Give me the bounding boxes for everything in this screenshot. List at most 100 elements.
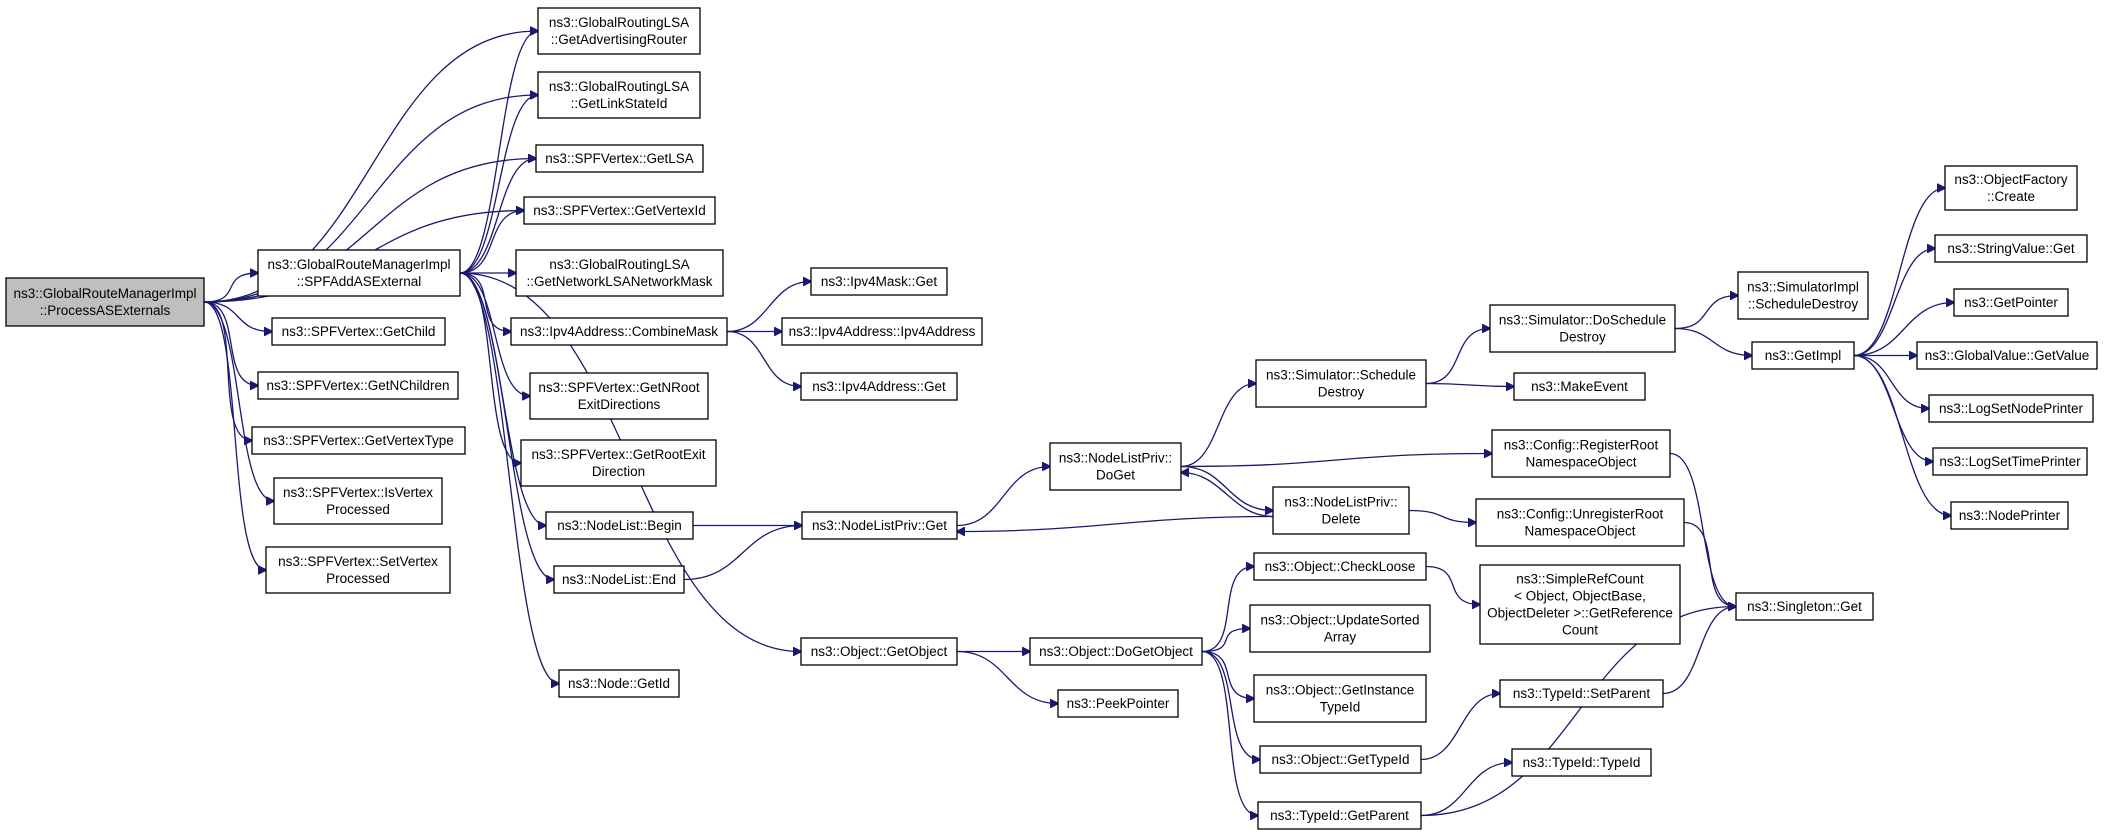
node-box: [1499, 679, 1664, 708]
edge-root-to-spf-get-nchildren: [203, 301, 258, 386]
node-label: NamespaceObject: [1524, 524, 1635, 539]
node-box: [1737, 271, 1869, 320]
node-box: [1513, 372, 1646, 401]
node-sim-impl-schedule-destroy[interactable]: ns3::SimulatorImpl::ScheduleDestroy: [1737, 271, 1869, 320]
node-node-printer[interactable]: ns3::NodePrinter: [1950, 501, 2069, 530]
node-box: [1029, 637, 1203, 666]
node-object-get-type-id[interactable]: ns3::Object::GetTypeId: [1259, 745, 1422, 774]
edge-sim-do-schedule-destroy-to-sim-impl-schedule-destroy: [1674, 296, 1738, 330]
node-node-list-end[interactable]: ns3::NodeList::End: [553, 565, 685, 594]
node-box: [1479, 564, 1681, 645]
node-label: Destroy: [1559, 330, 1606, 345]
edge-get-impl-to-object-factory-create: [1853, 188, 1945, 357]
node-ipv4-combine-mask[interactable]: ns3::Ipv4Address::CombineMask: [510, 317, 728, 346]
node-box: [1932, 447, 2088, 476]
node-spf-get-vertex-id[interactable]: ns3::SPFVertex::GetVertexId: [523, 196, 716, 225]
node-root[interactable]: ns3::GlobalRouteManagerImpl::ProcessASEx…: [5, 277, 205, 327]
node-ipv4-address-ctor[interactable]: ns3::Ipv4Address::Ipv4Address: [781, 317, 983, 346]
edge-spf-add-asexternal-to-node-list-end: [459, 272, 554, 580]
edge-type-id-get-parent-to-type-id-type-id: [1420, 763, 1512, 817]
node-label: ObjectDeleter >::GetReference: [1487, 606, 1673, 621]
node-label: ns3::NodeListPriv::Get: [812, 518, 947, 533]
edge-object-get-object-to-peek-pointer: [956, 650, 1058, 704]
node-peek-pointer[interactable]: ns3::PeekPointer: [1057, 689, 1179, 718]
node-label: ns3::Object::GetObject: [811, 644, 948, 659]
node-box: [1928, 394, 2094, 423]
node-label: ::Create: [1987, 189, 2035, 204]
node-get-network-lsanetwork-mask[interactable]: ns3::GlobalRoutingLSA::GetNetworkLSANetw…: [515, 249, 724, 297]
node-box: [271, 317, 446, 346]
node-config-unregister-root[interactable]: ns3::Config::UnregisterRootNamespaceObje…: [1475, 498, 1685, 547]
edge-ipv4-combine-mask-to-ipv4-mask-get: [726, 282, 811, 333]
node-ipv4-address-get[interactable]: ns3::Ipv4Address::Get: [800, 372, 958, 401]
node-ipv4-mask-get[interactable]: ns3::Ipv4Mask::Get: [810, 267, 948, 296]
node-box: [265, 546, 451, 594]
edge-object-do-get-object-to-object-get-type-id: [1201, 650, 1260, 760]
node-simple-ref-count[interactable]: ns3::SimpleRefCount< Object, ObjectBase,…: [1479, 564, 1681, 645]
node-label: ns3::SPFVertex::GetVertexId: [533, 203, 706, 218]
function-nodes: ns3::GlobalRouteManagerImpl::ProcessASEx…: [5, 7, 2098, 830]
node-spf-add-asexternal[interactable]: ns3::GlobalRouteManagerImpl::SPFAddASExt…: [257, 249, 461, 297]
node-get-impl[interactable]: ns3::GetImpl: [1751, 341, 1855, 370]
edge-object-do-get-object-to-object-get-instance-type-id: [1201, 650, 1254, 699]
edge-spf-add-asexternal-to-node-get-id: [459, 272, 559, 684]
node-get-adv-router[interactable]: ns3::GlobalRoutingLSA::GetAdvertisingRou…: [537, 7, 701, 55]
node-string-value-get[interactable]: ns3::StringValue::Get: [1934, 234, 2088, 263]
node-node-get-id[interactable]: ns3::Node::GetId: [558, 669, 680, 698]
node-singleton-get[interactable]: ns3::Singleton::Get: [1735, 592, 1874, 621]
call-edges: [203, 31, 1954, 817]
node-label: Delete: [1321, 512, 1360, 527]
node-box: [1934, 234, 2088, 263]
node-label: DoGet: [1096, 468, 1135, 483]
edge-get-impl-to-node-printer: [1853, 354, 1951, 516]
node-log-set-time-printer[interactable]: ns3::LogSetTimePrinter: [1932, 447, 2088, 476]
node-get-pointer[interactable]: ns3::GetPointer: [1953, 288, 2069, 317]
node-type-id-type-id[interactable]: ns3::TypeId::TypeId: [1511, 748, 1652, 777]
node-spf-get-lsa[interactable]: ns3::SPFVertex::GetLSA: [535, 144, 704, 173]
node-label: ns3::SPFVertex::GetLSA: [545, 151, 694, 166]
node-spf-get-nchildren[interactable]: ns3::SPFVertex::GetNChildren: [257, 371, 459, 400]
node-label: ns3::GlobalRoutingLSA: [549, 79, 689, 94]
edge-spf-add-asexternal-to-spf-get-vertex-id: [459, 211, 524, 274]
node-label: ns3::TypeId::TypeId: [1523, 755, 1641, 770]
node-label: ns3::GlobalRoutingLSA: [549, 257, 689, 272]
node-label: Direction: [592, 464, 645, 479]
node-node-list-priv-do-get[interactable]: ns3::NodeListPriv::DoGet: [1049, 442, 1182, 491]
node-sim-schedule-destroy[interactable]: ns3::Simulator::ScheduleDestroy: [1255, 359, 1427, 408]
edge-node-list-priv-get-to-node-list-priv-do-get: [956, 467, 1050, 527]
node-object-factory-create[interactable]: ns3::ObjectFactory::Create: [1944, 165, 2078, 211]
edge-spf-add-asexternal-to-get-link-state-id: [459, 95, 538, 274]
node-make-event[interactable]: ns3::MakeEvent: [1513, 372, 1646, 401]
node-object-get-object[interactable]: ns3::Object::GetObject: [800, 637, 958, 666]
edge-object-do-get-object-to-object-check-loose: [1201, 567, 1254, 653]
node-log-set-node-printer[interactable]: ns3::LogSetNodePrinter: [1928, 394, 2094, 423]
node-node-list-priv-get[interactable]: ns3::NodeListPriv::Get: [801, 511, 958, 540]
node-label: ::ProcessASExternals: [40, 303, 171, 318]
node-label: ns3::TypeId::GetParent: [1270, 808, 1409, 823]
node-object-do-get-object[interactable]: ns3::Object::DoGetObject: [1029, 637, 1203, 666]
node-global-value-get-value[interactable]: ns3::GlobalValue::GetValue: [1916, 341, 2098, 370]
node-get-link-state-id[interactable]: ns3::GlobalRoutingLSA::GetLinkStateId: [537, 71, 701, 119]
node-spf-get-vertex-type[interactable]: ns3::SPFVertex::GetVertexType: [251, 426, 466, 455]
node-label: Array: [1324, 630, 1357, 645]
node-node-list-begin[interactable]: ns3::NodeList::Begin: [545, 511, 694, 540]
node-type-id-get-parent[interactable]: ns3::TypeId::GetParent: [1257, 801, 1422, 830]
node-spf-get-child[interactable]: ns3::SPFVertex::GetChild: [271, 317, 446, 346]
node-box: [1257, 801, 1422, 830]
node-object-check-loose[interactable]: ns3::Object::CheckLoose: [1253, 552, 1427, 581]
node-node-list-priv-delete[interactable]: ns3::NodeListPriv::Delete: [1272, 486, 1410, 535]
edge-get-impl-to-log-set-node-printer: [1853, 354, 1929, 409]
edge-config-register-root-to-singleton-get: [1669, 452, 1736, 607]
node-box: [1253, 674, 1427, 723]
node-label: ns3::LogSetTimePrinter: [1939, 454, 2081, 469]
node-type-id-set-parent[interactable]: ns3::TypeId::SetParent: [1499, 679, 1664, 708]
